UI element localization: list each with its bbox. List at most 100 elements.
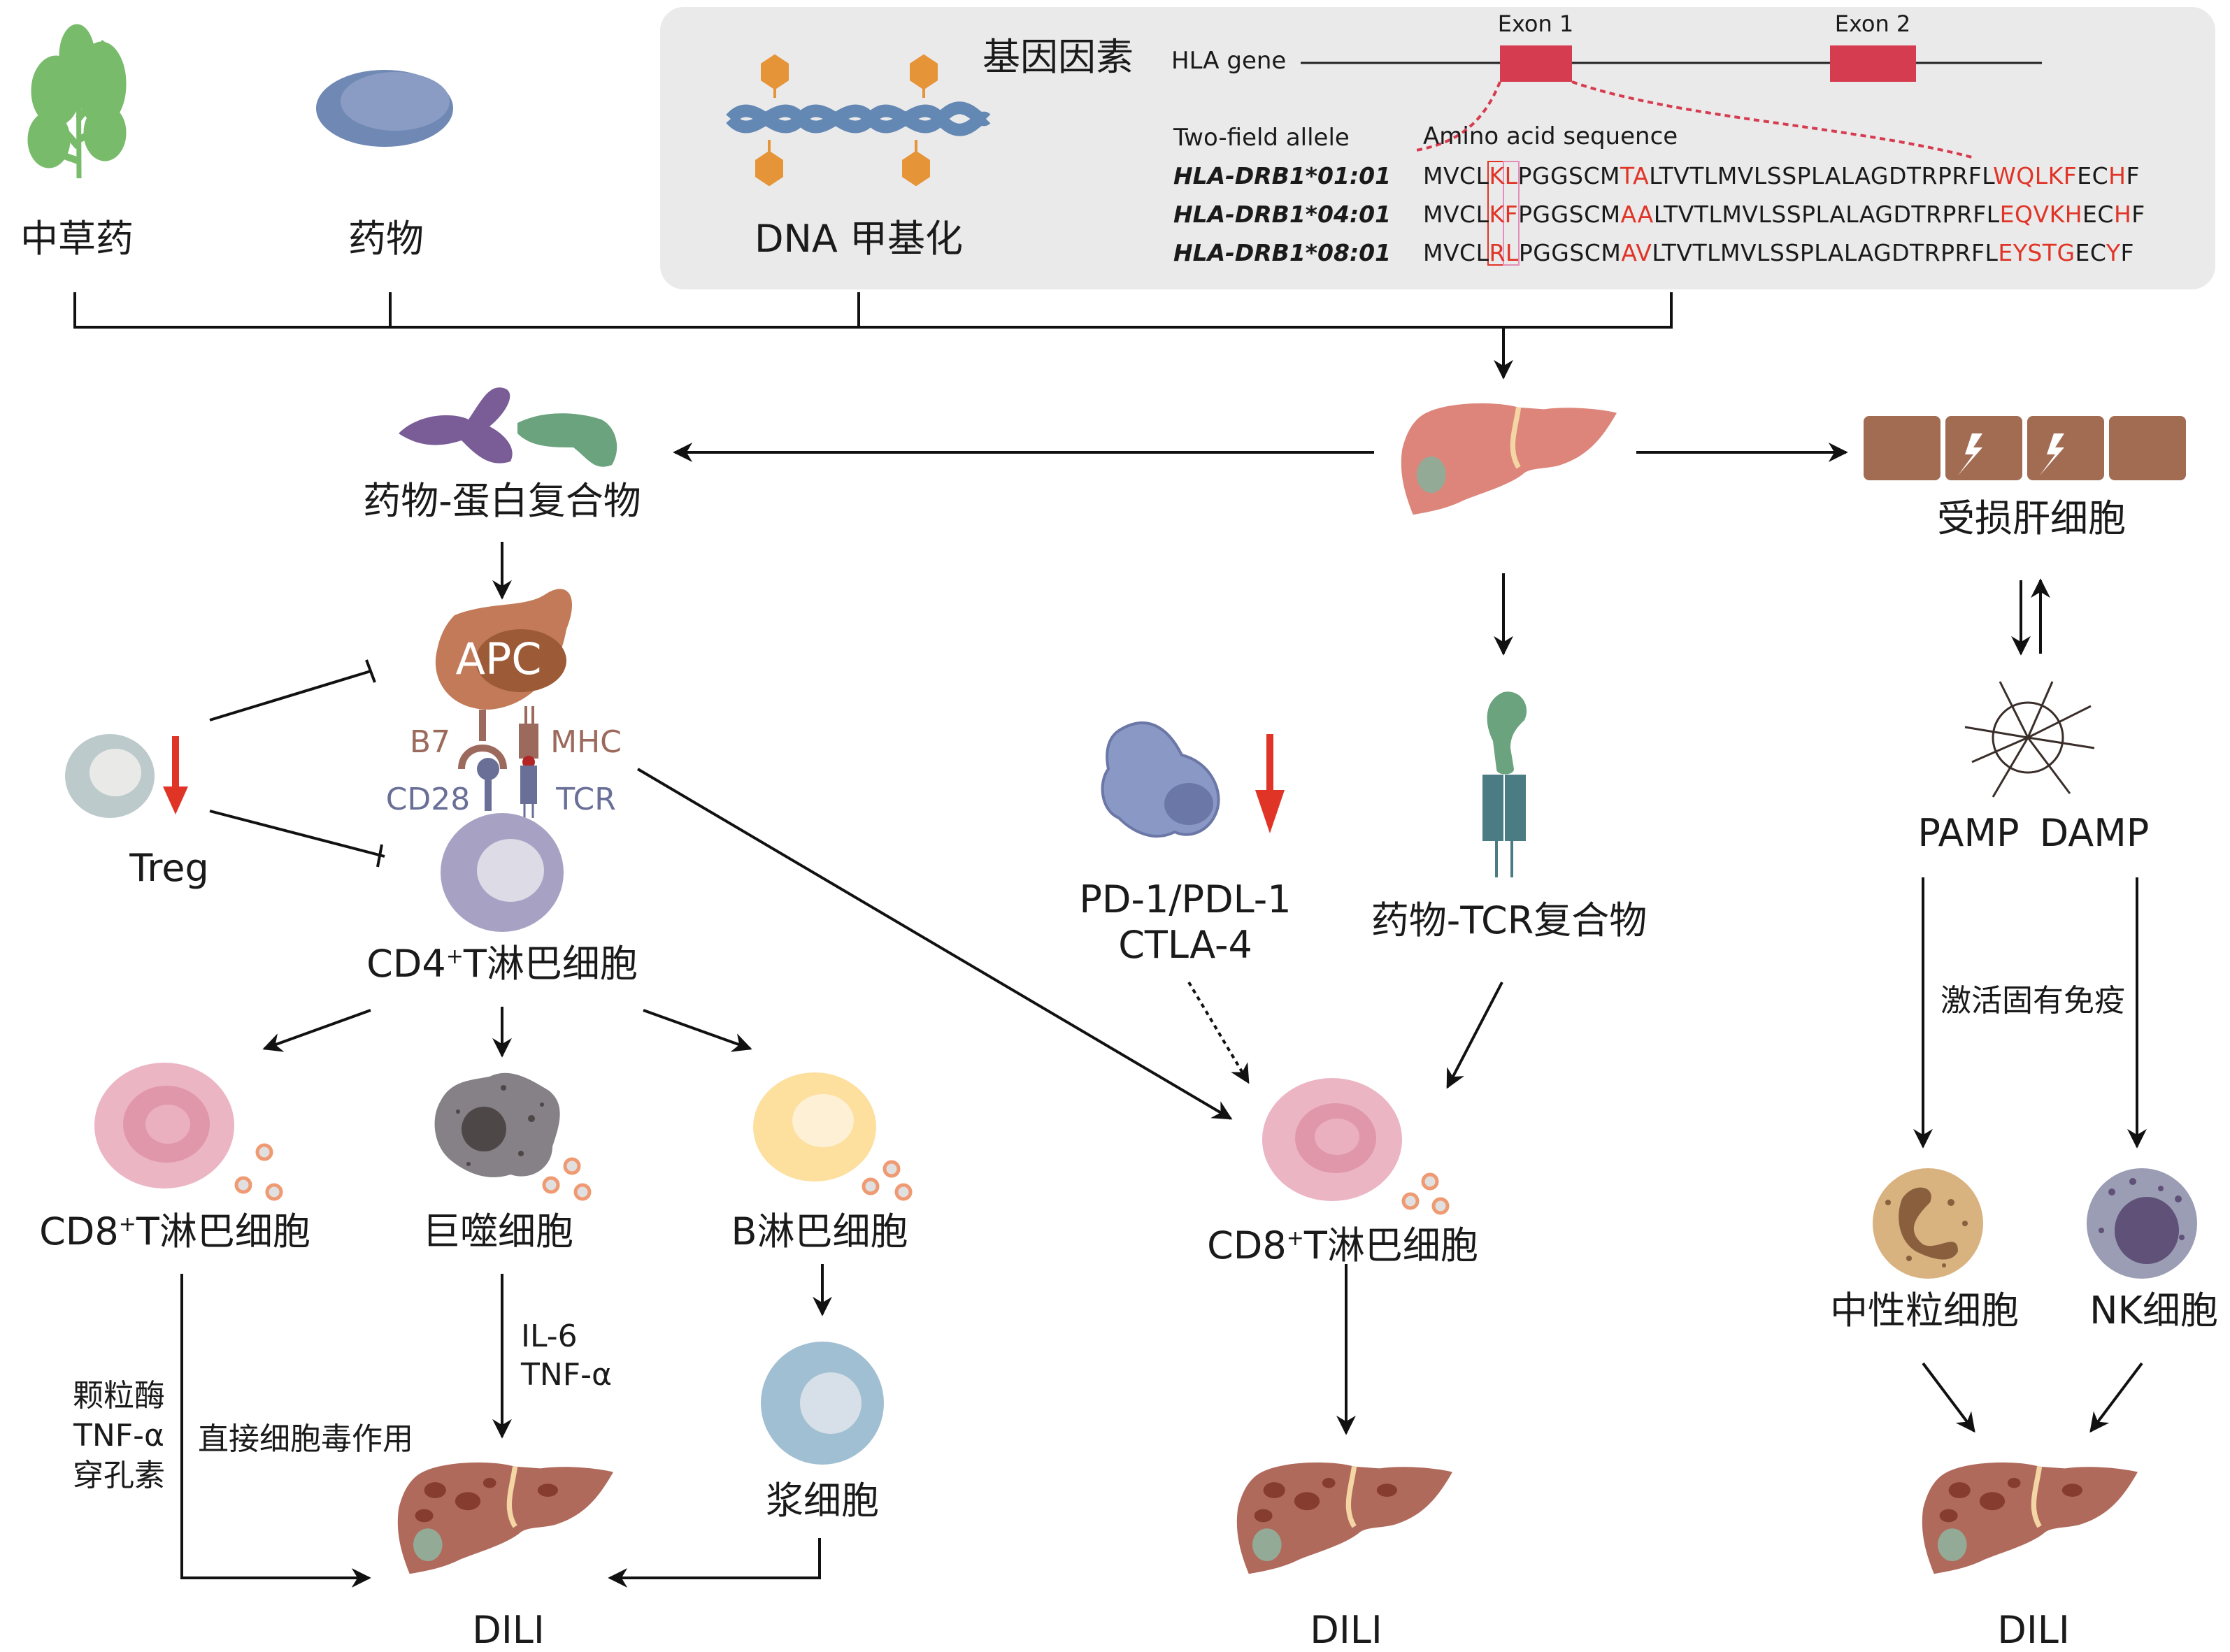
conserved-residues: EC — [2077, 162, 2109, 189]
cytokine-granules-icon — [862, 1160, 913, 1201]
cytokine-granules-icon — [1401, 1172, 1450, 1215]
cytokine-granules-icon — [234, 1143, 283, 1201]
variant-residues: TA — [1620, 162, 1650, 189]
hla-gene-label: HLA gene — [1171, 47, 1287, 75]
nk-cell-label: NK细胞 — [2089, 1288, 2218, 1333]
allele-header: Two-field allele — [1173, 124, 1350, 152]
conserved-residues: MVCL — [1423, 162, 1489, 189]
decrease-arrow-icon — [1255, 734, 1285, 833]
drug-pill-icon — [316, 70, 453, 147]
exon1-label: Exon 1 — [1497, 10, 1574, 37]
cd8-t-cell-icon — [1262, 1078, 1402, 1201]
genetic-factors-panel — [660, 7, 2215, 289]
checkpoint-label-1: PD-1/PDL-1 — [1079, 877, 1292, 921]
allele-name: HLA-DRB1*08:01 — [1173, 239, 1392, 266]
dili-label: DILI — [472, 1608, 545, 1652]
cd28-label: CD28 — [385, 782, 471, 817]
exon2-block — [1830, 45, 1916, 82]
amino-acid-sequence: MVCLKFPGGSCMAALTVTLMVLSSPLALAGDTRPRFLEQV… — [1423, 203, 2145, 226]
tnf-alpha-label: TNF-α — [521, 1357, 612, 1393]
plasma-cell-icon — [761, 1342, 884, 1465]
cd8-t-cell-label: CD8+T淋巴细胞 — [1207, 1223, 1478, 1267]
drug-protein-complex-icon — [399, 387, 617, 467]
conserved-residues: EC — [2082, 201, 2114, 228]
pamp-label: PAMP — [1917, 811, 2020, 855]
variant-residues: H — [2113, 201, 2132, 228]
conserved-residues: PGGSCM — [1518, 239, 1622, 266]
injured-liver-icon — [1922, 1462, 2138, 1574]
treg-label: Treg — [129, 846, 209, 890]
apc-label: APC — [455, 633, 542, 684]
conserved-residues: EC — [2075, 239, 2106, 266]
variant-residues: H — [2108, 162, 2127, 189]
conserved-residues: F — [2126, 162, 2140, 189]
cytokine-granules-icon — [542, 1157, 592, 1201]
conserved-residues: PGGSCM — [1518, 201, 1621, 228]
drug-tcr-complex-icon — [1482, 691, 1527, 877]
dili-label: DILI — [1310, 1608, 1382, 1652]
b-cell-icon — [753, 1072, 876, 1181]
genetic-factors-title: 基因因素 — [982, 35, 1134, 79]
granzyme-label: 颗粒酶 — [73, 1378, 165, 1414]
lightning-icon — [1958, 433, 2064, 475]
amino-acid-sequence: MVCLRLPGGSCMAVLTVTLMVLSSPLALAGDTRPRFLEYS… — [1423, 241, 2134, 264]
conserved-residues: MVCL — [1423, 239, 1489, 266]
variant-residues: RL — [1489, 239, 1519, 266]
direct-cytotoxic-label: 直接细胞毒作用 — [198, 1421, 413, 1457]
damaged-hepatocytes-icon — [1864, 416, 2186, 480]
drug-protein-complex-label: 药物-蛋白复合物 — [363, 479, 641, 523]
b-cell-label: B淋巴细胞 — [731, 1209, 908, 1254]
apc-cell-icon — [435, 589, 573, 770]
drug-tcr-complex-label: 药物-TCR复合物 — [1371, 898, 1648, 942]
conserved-residues: F — [2131, 201, 2145, 228]
drug-label: 药物 — [348, 217, 424, 261]
source-bracket — [73, 292, 1673, 380]
checkpoint-protein-icon — [1101, 721, 1220, 838]
conserved-residues: PGGSCM — [1517, 162, 1621, 189]
cd8-t-cell-label: CD8+T淋巴细胞 — [39, 1209, 310, 1254]
variant-residues: EQVKH — [1999, 201, 2083, 228]
macrophage-label: 巨噬细胞 — [422, 1209, 573, 1254]
conserved-residues: MVCL — [1423, 201, 1489, 228]
il6-label: IL-6 — [521, 1319, 578, 1354]
cd8-t-cell-icon — [94, 1063, 234, 1188]
dna-methylation-icon — [726, 54, 991, 187]
dna-methylation-label: DNA 甲基化 — [754, 217, 964, 261]
allele-name: HLA-DRB1*04:01 — [1173, 201, 1392, 228]
exon2-label: Exon 2 — [1834, 10, 1911, 37]
neutrophil-label: 中性粒细胞 — [1830, 1288, 2019, 1333]
perforin-label: 穿孔素 — [73, 1458, 165, 1493]
tcr-label: TCR — [556, 782, 616, 817]
activate-innate-label: 激活固有免疫 — [1940, 983, 2125, 1019]
allele-name: HLA-DRB1*01:01 — [1173, 162, 1392, 189]
damp-label: DAMP — [2039, 811, 2150, 855]
injured-liver-icon — [1236, 1462, 1452, 1574]
dili-label: DILI — [1997, 1608, 2070, 1652]
amino-acid-sequence: MVCLKLPGGSCMTALTVTLMVLSSPLALAGDTRPRFLWQL… — [1423, 164, 2140, 187]
t-cell-receptor-icon — [477, 758, 537, 818]
conserved-residues: LTVTLMVLSSPLALAGDTRPRFL — [1653, 201, 2000, 228]
variant-residues: AV — [1621, 239, 1652, 266]
plasma-cell-label: 浆细胞 — [766, 1479, 879, 1523]
variant-residues: KF — [1489, 201, 1519, 228]
variant-residues: AA — [1620, 201, 1654, 228]
decrease-arrow-icon — [163, 736, 188, 814]
herb-icon — [27, 24, 127, 179]
cd4-t-cell-label: CD4+T淋巴细胞 — [366, 942, 638, 986]
checkpoint-label-2: CTLA-4 — [1118, 923, 1252, 967]
injured-liver-icon — [397, 1462, 613, 1574]
inhibition-lines — [209, 659, 385, 868]
b7-label: B7 — [409, 724, 451, 760]
herbal-medicine-label: 中草药 — [20, 217, 134, 261]
nk-cell-icon — [2087, 1168, 2197, 1279]
macrophage-icon — [434, 1072, 560, 1177]
variant-residues: KL — [1489, 162, 1518, 189]
variant-residues: EYSTG — [1998, 239, 2075, 266]
damaged-hepatocytes-label: 受损肝细胞 — [1937, 496, 2126, 540]
cell-rupture-icon — [1964, 681, 2095, 798]
neutrophil-icon — [1873, 1168, 1983, 1279]
exon1-block — [1500, 45, 1572, 82]
liver-icon — [1401, 403, 1617, 515]
variant-residues: WQLKF — [1993, 162, 2078, 189]
